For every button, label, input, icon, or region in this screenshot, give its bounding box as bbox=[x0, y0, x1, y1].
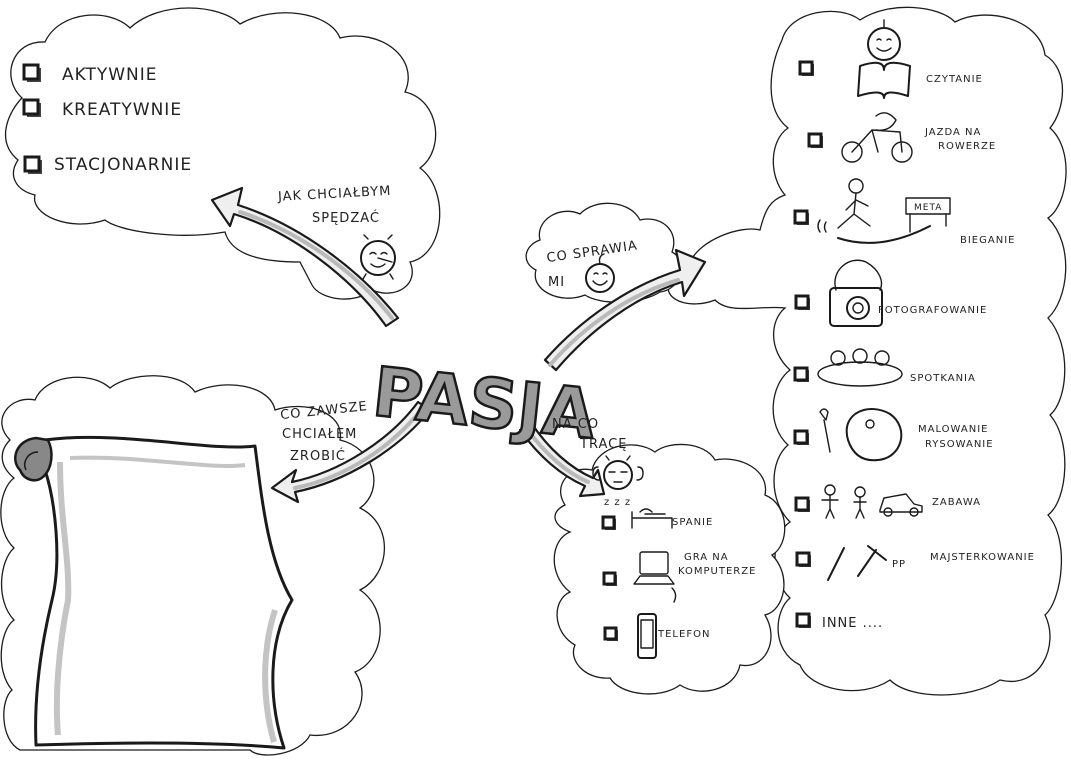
camera-icon bbox=[829, 259, 883, 327]
item-spanie: SPANIE bbox=[601, 508, 713, 530]
alarm-clock-thinking-icon bbox=[360, 234, 396, 280]
svg-text:CZYTANIE: CZYTANIE bbox=[926, 74, 983, 85]
arrow-to-bottom-left bbox=[270, 400, 432, 504]
label-kreatywnie: KREATYWNIE bbox=[62, 100, 182, 120]
bed-icon bbox=[631, 508, 673, 529]
item-zabawa: ZABAWA bbox=[794, 484, 981, 519]
item-gra-na-komputerze: GRA NA KOMPUTERZE bbox=[602, 551, 756, 603]
svg-text:JAZDA NA: JAZDA NA bbox=[924, 127, 981, 138]
reading-person-icon bbox=[857, 19, 911, 99]
checkbox-spotkania[interactable] bbox=[793, 366, 809, 382]
svg-text:KOMPUTERZE: KOMPUTERZE bbox=[678, 566, 756, 577]
item-bieganie: META BIEGANIE bbox=[793, 178, 1015, 246]
checkbox-majsterkowanie[interactable] bbox=[795, 551, 811, 567]
svg-text:ZROBIĆ: ZROBIĆ bbox=[290, 448, 346, 464]
svg-text:CHCIAŁEM: CHCIAŁEM bbox=[282, 427, 357, 442]
svg-text:MAJSTERKOWANIE: MAJSTERKOWANIE bbox=[930, 552, 1035, 563]
friends-meeting-icon bbox=[817, 348, 903, 387]
tools-icon bbox=[827, 545, 887, 581]
item-telefon: TELEFON bbox=[603, 613, 710, 659]
cloud-top-left bbox=[4, 7, 441, 300]
checkbox-stacjonarnie[interactable] bbox=[23, 155, 42, 174]
item-fotografowanie: FOTOGRAFOWANIE bbox=[794, 259, 987, 327]
hammer-sound-text: PP bbox=[892, 559, 906, 570]
sleepy-alarm-clock-icon bbox=[592, 455, 644, 490]
runner-icon bbox=[817, 178, 931, 244]
kids-car-icon bbox=[821, 484, 923, 519]
label-aktywnie: AKTYWNIE bbox=[62, 65, 158, 85]
item-spotkania: SPOTKANIA bbox=[793, 348, 976, 387]
sleep-z-text: z z z bbox=[604, 497, 631, 508]
svg-text:SPOTKANIA: SPOTKANIA bbox=[910, 373, 976, 384]
checkbox-czytanie[interactable] bbox=[798, 60, 814, 76]
laptop-icon bbox=[633, 551, 677, 603]
question-top-left: JAK CHCIAŁBYM SPĘDZAĆ bbox=[277, 184, 392, 226]
blank-scroll-icon bbox=[14, 435, 294, 750]
svg-text:BIEGANIE: BIEGANIE bbox=[960, 235, 1015, 246]
happy-face-icon bbox=[585, 253, 615, 293]
center-title: PASJA bbox=[368, 352, 601, 456]
item-jazda-na-rowerze: JAZDA NA ROWERZE bbox=[807, 112, 996, 163]
svg-text:ZABAWA: ZABAWA bbox=[932, 497, 981, 508]
cyclist-icon bbox=[841, 112, 913, 163]
label-stacjonarnie: STACJONARNIE bbox=[54, 155, 192, 175]
phone-icon bbox=[637, 613, 657, 659]
item-majsterkowanie: PP MAJSTERKOWANIE bbox=[795, 545, 1035, 581]
svg-text:FOTOGRAFOWANIE: FOTOGRAFOWANIE bbox=[878, 305, 987, 316]
svg-text:INNE ....: INNE .... bbox=[822, 616, 883, 631]
palette-brush-icon bbox=[819, 408, 903, 462]
item-inne: INNE .... bbox=[795, 612, 883, 631]
svg-text:SPĘDZAĆ: SPĘDZAĆ bbox=[312, 210, 380, 226]
question-bottom-middle: NA CO TRACĘ bbox=[552, 417, 627, 452]
svg-text:TELEFON: TELEFON bbox=[657, 629, 710, 640]
arrow-to-top-left bbox=[210, 186, 400, 328]
checkbox-kreatywnie[interactable] bbox=[22, 98, 41, 117]
item-malowanie: MALOWANIE RYSOWANIE bbox=[793, 408, 994, 462]
checkbox-malowanie[interactable] bbox=[793, 429, 809, 445]
top-left-list: AKTYWNIE KREATYWNIE STACJONARNIE bbox=[22, 63, 192, 175]
svg-text:GRA NA: GRA NA bbox=[684, 552, 729, 563]
checkbox-bieganie[interactable] bbox=[793, 209, 809, 225]
checkbox-gra[interactable] bbox=[602, 571, 617, 586]
svg-text:PASJA: PASJA bbox=[369, 353, 600, 455]
checkbox-inne[interactable] bbox=[795, 612, 811, 628]
checkbox-aktywnie[interactable] bbox=[22, 63, 41, 82]
svg-text:ROWERZE: ROWERZE bbox=[938, 141, 996, 152]
svg-text:TRACĘ: TRACĘ bbox=[579, 437, 627, 452]
checkbox-telefon[interactable] bbox=[603, 626, 618, 641]
checkbox-spanie[interactable] bbox=[601, 515, 616, 530]
arrow-to-right bbox=[543, 248, 707, 372]
svg-text:JAK CHCIAŁBYM: JAK CHCIAŁBYM bbox=[277, 184, 392, 205]
svg-text:RYSOWANIE: RYSOWANIE bbox=[925, 439, 994, 450]
svg-text:MI: MI bbox=[548, 275, 565, 290]
checkbox-zabawa[interactable] bbox=[794, 496, 810, 512]
svg-text:NA CO: NA CO bbox=[552, 417, 599, 432]
svg-text:MALOWANIE: MALOWANIE bbox=[918, 424, 988, 435]
finish-sign: META bbox=[905, 197, 951, 233]
item-czytanie: CZYTANIE bbox=[798, 19, 983, 99]
checkbox-foto[interactable] bbox=[794, 294, 810, 310]
checkbox-rower[interactable] bbox=[807, 132, 823, 148]
svg-text:META: META bbox=[914, 203, 942, 213]
svg-text:SPANIE: SPANIE bbox=[672, 517, 713, 528]
